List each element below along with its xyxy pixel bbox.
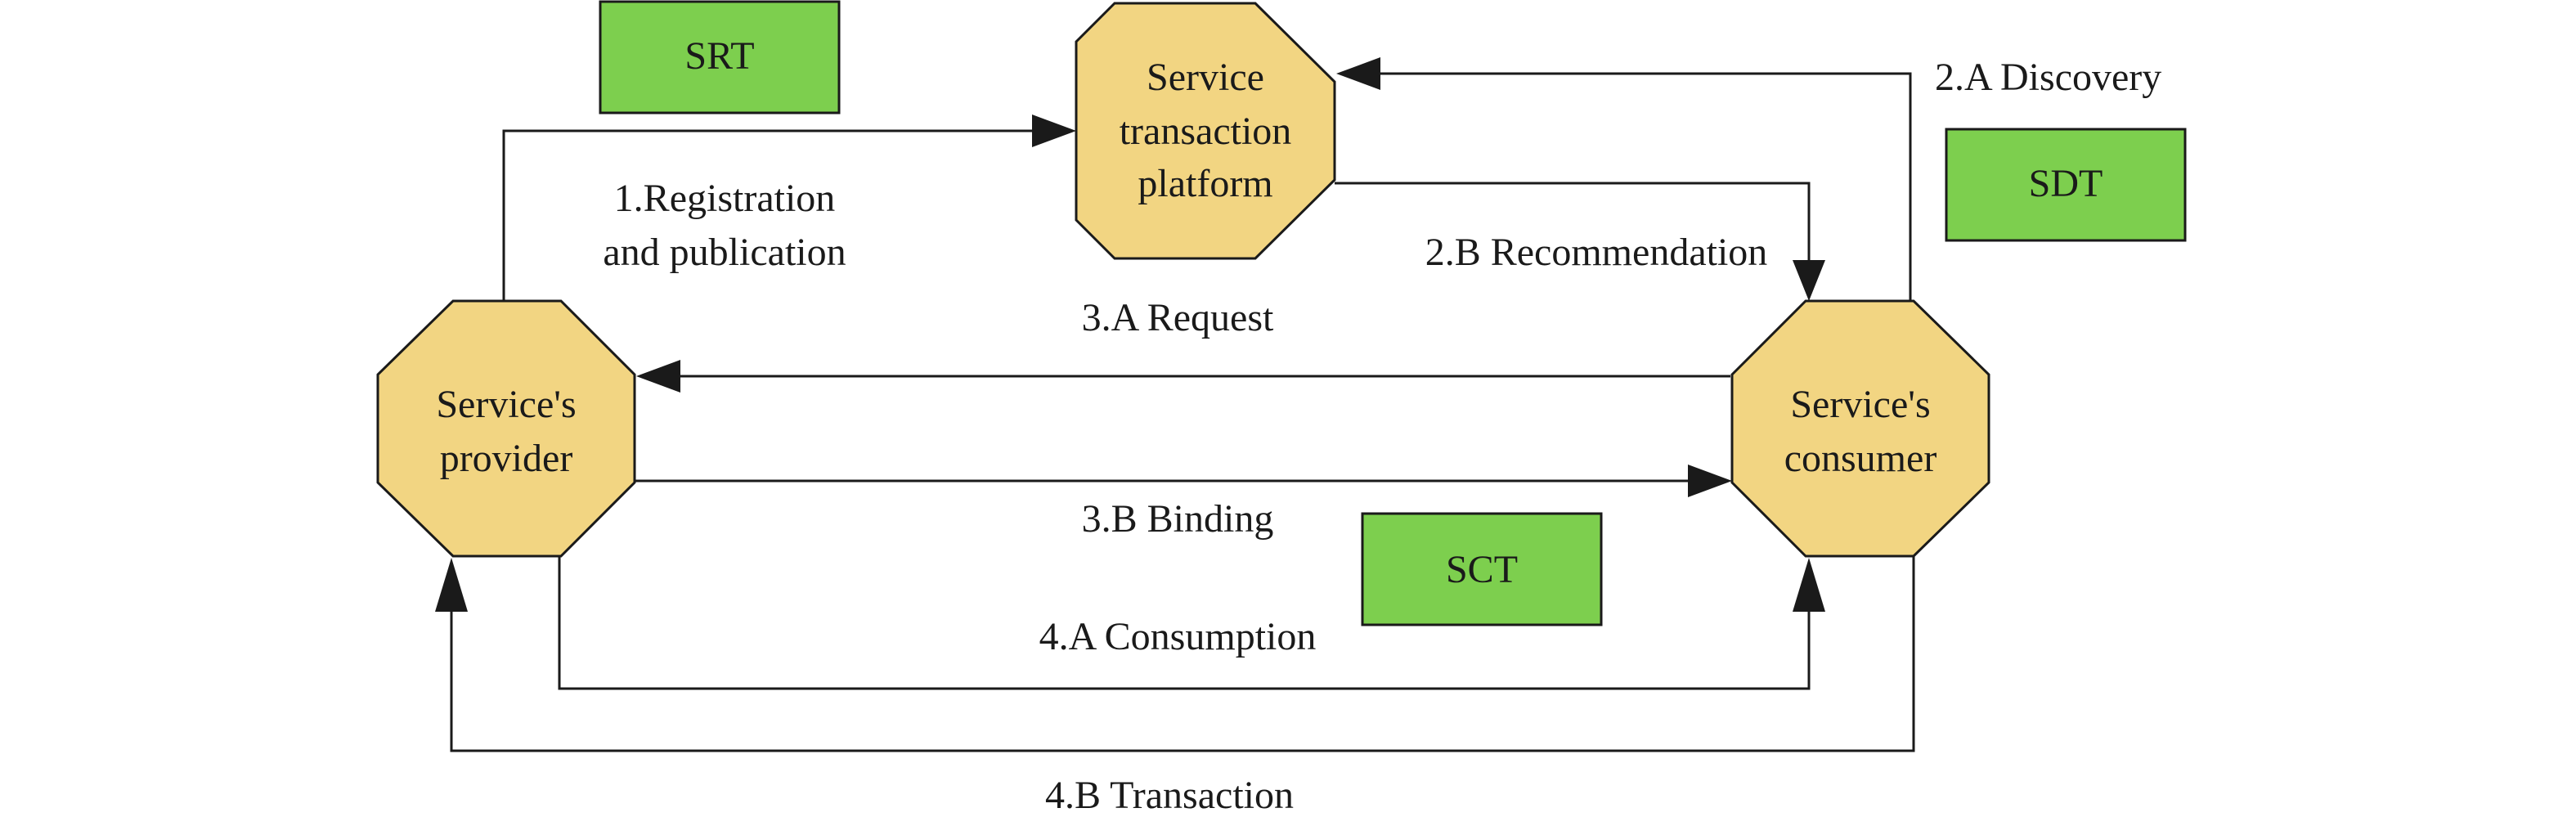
sct-label: SCT xyxy=(1446,548,1518,591)
platform-node: Service transaction platform xyxy=(1075,2,1336,260)
recommendation-arrow xyxy=(1335,182,1825,301)
platform-label-line2: transaction xyxy=(1120,110,1292,153)
consumer-node: Service's consumer xyxy=(1730,299,1990,558)
sdt-box xyxy=(1945,128,2187,242)
provider-node: Service's provider xyxy=(376,299,636,558)
consumption-arrow xyxy=(558,556,1825,690)
request-label: 3.A Request xyxy=(1082,296,1274,339)
edge-labels: 1.Registration and publication 2.A Disco… xyxy=(603,56,2161,817)
platform-label-line1: Service xyxy=(1147,56,1264,99)
platform-octagon xyxy=(1075,2,1336,260)
srt-label: SRT xyxy=(684,34,754,78)
provider-label-line2: provider xyxy=(440,437,573,480)
connectors xyxy=(435,57,1915,752)
transaction-label: 4.B Transaction xyxy=(1045,774,1294,817)
provider-octagon xyxy=(376,299,636,558)
platform-label-line3: platform xyxy=(1138,162,1272,205)
request-arrow xyxy=(636,360,1730,393)
srt-tag: SRT xyxy=(599,0,841,114)
binding-arrow xyxy=(635,465,1732,497)
consumer-label-line2: consumer xyxy=(1784,437,1937,480)
discovery-arrow xyxy=(1336,57,1912,301)
registration-label-line2: and publication xyxy=(603,231,846,274)
sdt-tag: SDT xyxy=(1945,128,2187,242)
consumer-label-line1: Service's xyxy=(1790,383,1930,426)
recommendation-label: 2.B Recommendation xyxy=(1425,231,1768,274)
sct-box xyxy=(1361,512,1603,626)
sdt-label: SDT xyxy=(2029,162,2103,205)
sct-tag: SCT xyxy=(1361,512,1603,626)
discovery-label: 2.A Discovery xyxy=(1935,56,2161,99)
registration-label-line1: 1.Registration xyxy=(614,177,836,220)
srt-box xyxy=(599,0,841,114)
registration-arrow xyxy=(502,114,1076,301)
provider-label-line1: Service's xyxy=(436,383,576,426)
consumer-octagon xyxy=(1730,299,1990,558)
binding-label: 3.B Binding xyxy=(1082,497,1274,541)
consumption-label: 4.A Consumption xyxy=(1039,615,1317,658)
transaction-arrow xyxy=(435,556,1915,752)
